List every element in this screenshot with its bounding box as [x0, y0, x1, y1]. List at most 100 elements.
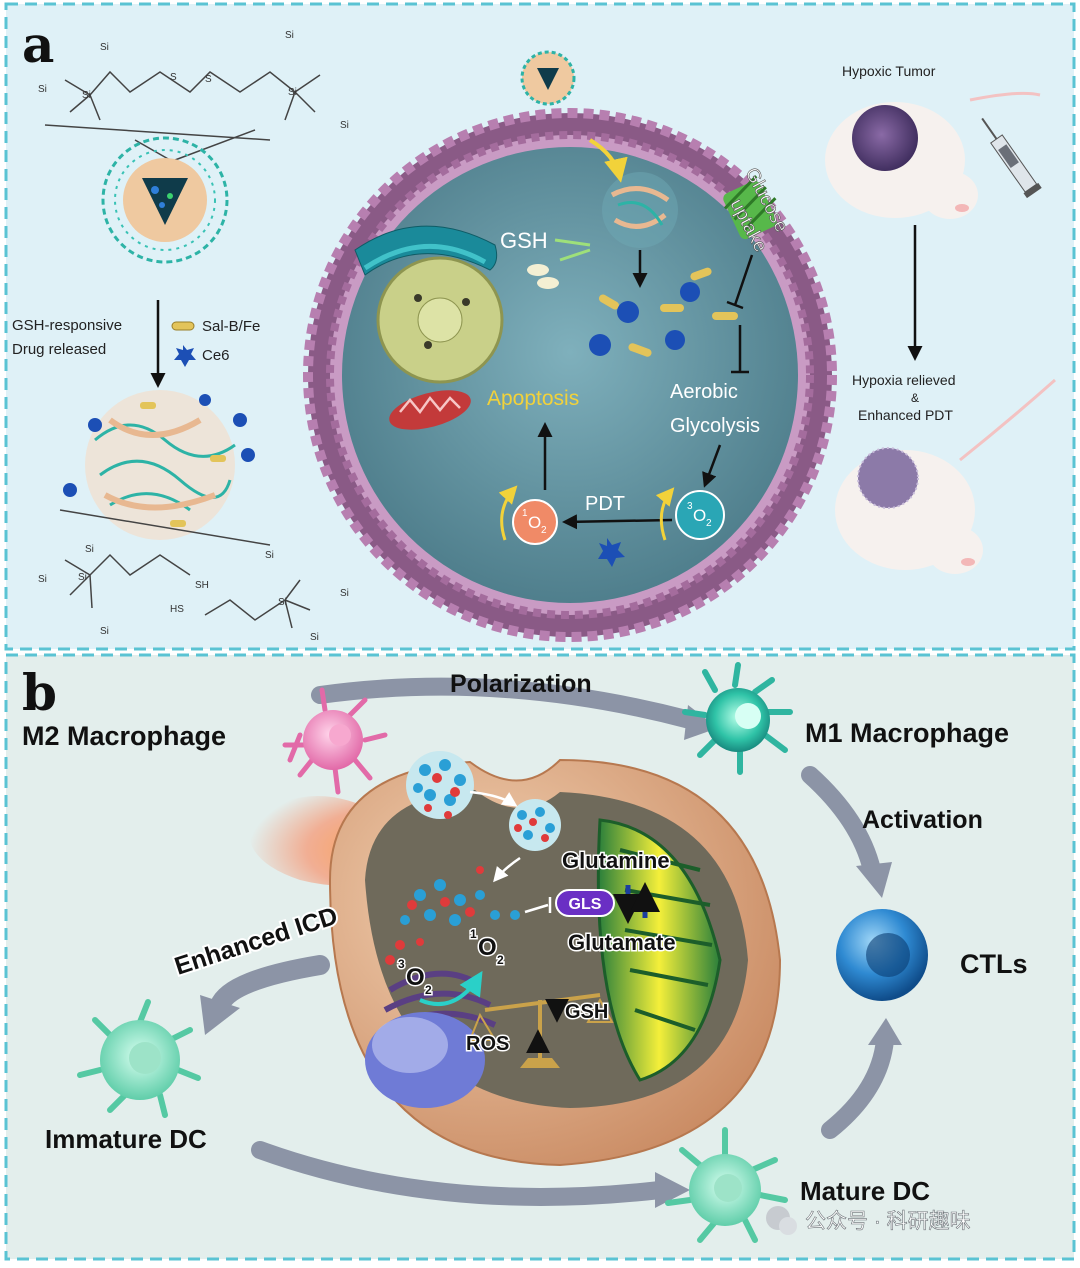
panel-b-letter: b: [22, 663, 57, 722]
label-gsh-responsive: GSH-responsive: [12, 317, 122, 334]
nanoparticle-intact: [101, 136, 229, 264]
si-atom: Si: [288, 87, 297, 98]
b-triplet-o2-text: O: [406, 964, 425, 991]
label-enhanced-pdt: Enhanced PDT: [858, 407, 953, 423]
syringe-icon: [981, 117, 1042, 199]
panel-a-letter: a: [22, 15, 54, 74]
pdt-arrow: [562, 514, 673, 530]
label-aerobic: Aerobic: [670, 381, 738, 403]
uptake-arrow: [588, 138, 628, 183]
immature-dc: [77, 999, 201, 1118]
singlet-oxygen: [512, 499, 558, 545]
si-atom: Si: [85, 544, 94, 555]
s-atom: S: [205, 74, 212, 85]
m1-macrophage: [682, 662, 793, 775]
mitochondrion: [389, 390, 471, 430]
label-activation: Activation: [862, 806, 983, 834]
light-arrow-left: [498, 485, 518, 541]
si-atom: Si: [340, 120, 349, 131]
glycolysis-arrow: [702, 444, 722, 488]
si-atom: Si: [38, 574, 47, 585]
hs-group: HS: [170, 604, 184, 615]
nanocluster-dispersed: [385, 866, 520, 965]
si-atom: Si: [82, 90, 91, 101]
label-ce6: Ce6: [202, 347, 230, 364]
nucleus: [376, 256, 504, 384]
ce6-legend-icon: [174, 345, 196, 367]
ce6-photosensitizer: [598, 538, 625, 567]
golgi-apparatus: [354, 225, 498, 276]
salb-fe-legend-icon: [171, 321, 195, 331]
tumor-treated: [858, 448, 918, 508]
label-gsh-b: GSH: [565, 1001, 608, 1023]
label-immature-dc: Immature DC: [45, 1124, 207, 1154]
label-gls: GLS: [569, 896, 602, 913]
label-hypoxic-tumor: Hypoxic Tumor: [842, 63, 936, 79]
inhibition-line-lower: [731, 325, 749, 374]
label-ros: ROS: [466, 1033, 509, 1055]
silane-structure-top: [44, 70, 321, 161]
released-nanoparticle: [602, 172, 678, 248]
si-atom: Si: [100, 42, 109, 53]
triplet-o2-text: O: [693, 506, 706, 525]
label-glycolysis: Glycolysis: [670, 415, 760, 437]
sh-group: SH: [195, 580, 209, 591]
activation-arrow: [801, 766, 881, 879]
si-atom: Si: [265, 550, 274, 561]
si-atom: Si: [100, 626, 109, 637]
polarization-arrow: [311, 677, 699, 729]
label-hypoxia-relieved: Hypoxia relieved: [852, 372, 956, 388]
label-polarization: Polarization: [450, 670, 592, 698]
ctl-activation-arrow: [821, 1031, 894, 1139]
light-arrow-right: [655, 487, 675, 541]
mature-dc: [665, 1127, 788, 1243]
maturation-arrow: [251, 1141, 669, 1206]
watermark-text: 公众号 · 科研趣味: [805, 1210, 971, 1233]
label-pdt: PDT: [585, 493, 625, 515]
singlet-o2-sub: 2: [541, 525, 547, 536]
triplet-oxygen: [675, 490, 725, 540]
mouse-hypoxic: Hypoxic Tumor Hypoxia relieved & Enhance…: [825, 63, 1042, 423]
label-glutamate: Glutamate: [568, 930, 676, 955]
inhibition-line-upper: [726, 254, 754, 310]
si-atom: Si: [285, 30, 294, 41]
singlet-o2-text: O: [528, 513, 541, 532]
label-m1-macrophage: M1 Macrophage: [805, 718, 1009, 748]
nanocluster-top: [406, 751, 474, 819]
mouse-treated: [835, 378, 1056, 574]
panel-b: b: [4, 653, 1076, 1261]
watermark: 公众号 · 科研趣味: [766, 1206, 971, 1235]
singlet-o2-sup: 1: [522, 508, 528, 519]
triplet-o2-sup: 3: [687, 501, 693, 512]
tumor-cell-b: Glutamine GLS Glutamate 1 O 2 3 O 2: [328, 751, 782, 1167]
label-apoptosis: Apoptosis: [487, 387, 579, 410]
label-amp: &: [911, 391, 919, 405]
m2-macrophage: [282, 687, 388, 795]
label-mature-dc: Mature DC: [800, 1176, 930, 1206]
tumor-hypoxic: [852, 105, 918, 171]
b-triplet-o2-sub: 2: [425, 983, 432, 997]
drug-cluster: [589, 267, 738, 357]
icd-arrow: [210, 955, 330, 1015]
si-atom: Si: [310, 632, 319, 643]
nanocluster-middle: [509, 799, 561, 851]
b-triplet-o2-sup: 3: [398, 957, 405, 971]
label-drug-released: Drug released: [12, 341, 106, 358]
si-atom: Si: [78, 572, 87, 583]
si-atom: Si: [278, 597, 287, 608]
label-gsh: GSH: [500, 228, 548, 253]
glucose-transporter: [723, 175, 777, 240]
o2-conversion-arrow: [419, 970, 483, 1006]
label-m2-macrophage: M2 Macrophage: [22, 721, 226, 751]
b-singlet-o2-sub: 2: [497, 953, 504, 967]
label-glutamine: Glutamine: [562, 848, 670, 873]
si-atom: Si: [38, 84, 47, 95]
b-singlet-o2-sup: 1: [470, 927, 477, 941]
silane-structure-bottom: [59, 509, 311, 629]
tumor-cell: GSH Glucose uptake: [303, 50, 837, 642]
label-salb-fe: Sal-B/Fe: [202, 318, 260, 335]
label-ctls: CTLs: [960, 949, 1028, 979]
si-atom: Si: [340, 588, 349, 599]
panel-a: a Si Si Si S S Si Si Si: [4, 2, 1076, 651]
